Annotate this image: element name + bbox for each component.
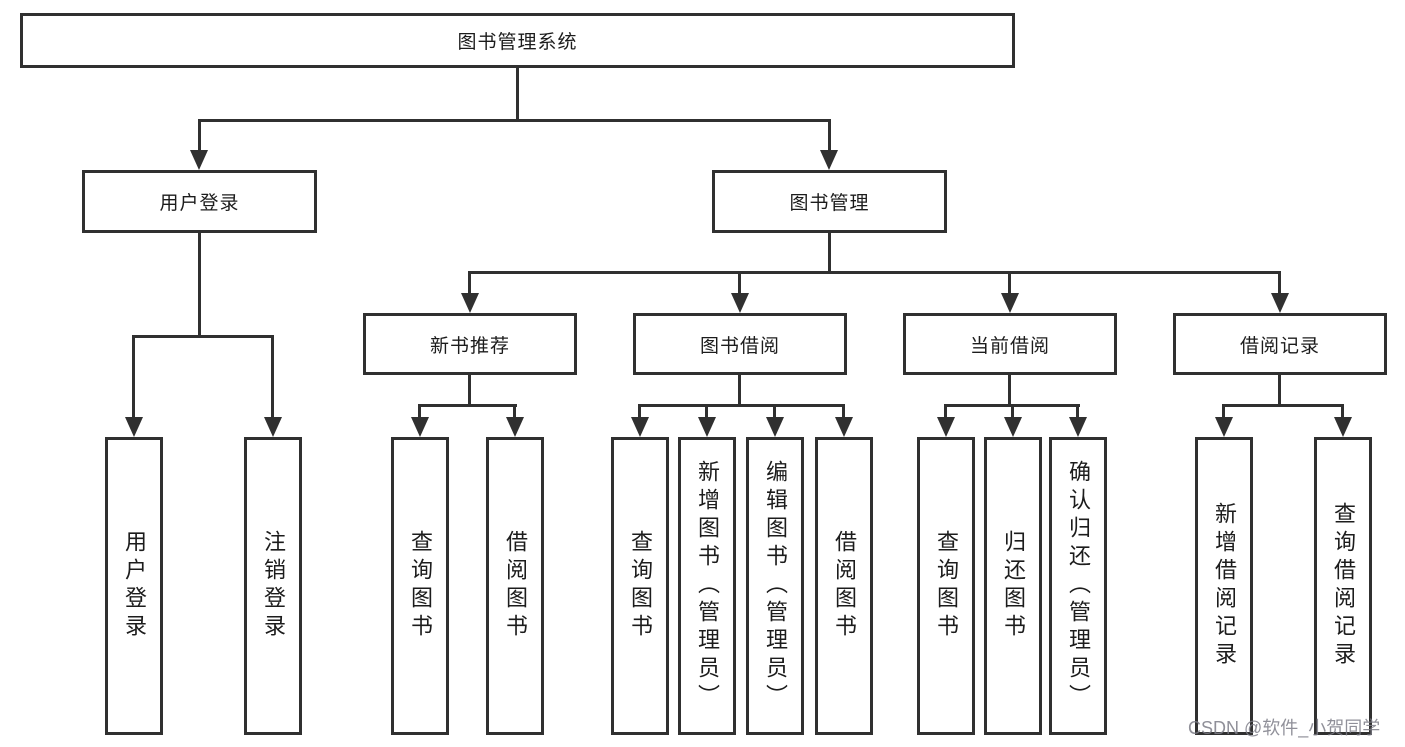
- connector-drop: [842, 404, 845, 418]
- node-new-book-recommend: 新书推荐: [363, 313, 577, 375]
- connector-drop-leaf-user-login: [132, 335, 135, 419]
- node-label: 图书借阅: [699, 335, 780, 357]
- leaf-add-books-admin: 新增图书（管理员）: [678, 437, 736, 735]
- leaf-logout: 注销登录: [244, 437, 302, 735]
- connector-user-login-stem: [198, 233, 201, 337]
- connector-book-management-bus: [468, 271, 1280, 274]
- leaf-borrow-books-recommend: 借阅图书: [486, 437, 544, 735]
- connector-borrow-records-stem: [1278, 375, 1281, 406]
- leaf-label: 确认归还（管理员）: [1066, 460, 1091, 712]
- csdn-watermark: CSDN @软件_小贺同学: [1188, 718, 1381, 738]
- connector-drop: [1222, 404, 1225, 418]
- arrow-down-icon: [731, 293, 749, 313]
- leaf-query-books-recommend: 查询图书: [391, 437, 449, 735]
- connector-drop: [1011, 404, 1014, 418]
- leaf-label: 查询图书: [408, 530, 433, 642]
- connector-new-book-bus: [418, 404, 517, 407]
- leaf-label: 注销登录: [261, 530, 286, 642]
- leaf-label: 归还图书: [1001, 530, 1026, 642]
- connector-drop-book-management: [828, 119, 831, 152]
- leaf-add-borrow-record: 新增借阅记录: [1195, 437, 1253, 735]
- connector-book-borrow-stem: [738, 375, 741, 406]
- connector-drop: [944, 404, 947, 418]
- arrow-down-icon: [264, 417, 282, 437]
- arrow-down-icon: [835, 417, 853, 437]
- connector-borrow-records-bus: [1222, 404, 1344, 407]
- node-label: 借阅记录: [1239, 335, 1320, 357]
- arrow-down-icon: [937, 417, 955, 437]
- node-label: 新书推荐: [429, 335, 510, 357]
- arrow-down-icon: [461, 293, 479, 313]
- node-book-management: 图书管理: [712, 170, 947, 233]
- arrow-down-icon: [766, 417, 784, 437]
- leaf-confirm-return-admin: 确认归还（管理员）: [1049, 437, 1107, 735]
- arrow-down-icon: [125, 417, 143, 437]
- connector-drop-user-login: [198, 119, 201, 152]
- connector-new-book-stem: [468, 375, 471, 406]
- arrow-down-icon: [190, 150, 208, 170]
- leaf-label: 借阅图书: [503, 530, 528, 642]
- connector-drop: [773, 404, 776, 418]
- arrow-down-icon: [1069, 417, 1087, 437]
- node-current-borrow: 当前借阅: [903, 313, 1117, 375]
- node-library-management-system: 图书管理系统: [20, 13, 1015, 68]
- arrow-down-icon: [1271, 293, 1289, 313]
- leaf-query-books-borrow: 查询图书: [611, 437, 669, 735]
- node-borrow-records: 借阅记录: [1173, 313, 1387, 375]
- arrow-down-icon: [1001, 293, 1019, 313]
- leaf-label: 新增图书（管理员）: [695, 460, 720, 712]
- connector-current-borrow-stem: [1008, 375, 1011, 406]
- node-label: 图书管理: [789, 193, 870, 214]
- arrow-down-icon: [1004, 417, 1022, 437]
- connector-drop-current-borrow: [1008, 271, 1011, 295]
- arrow-down-icon: [698, 417, 716, 437]
- connector-drop-new-book-recommend: [468, 271, 471, 295]
- connector-drop: [1341, 404, 1344, 418]
- connector-drop-book-borrow: [738, 271, 741, 295]
- leaf-label: 新增借阅记录: [1212, 502, 1237, 670]
- node-label: 当前借阅: [969, 335, 1050, 357]
- connector-drop-borrow-records: [1278, 271, 1281, 295]
- arrow-down-icon: [1334, 417, 1352, 437]
- connector-drop: [705, 404, 708, 418]
- connector-book-management-stem: [828, 233, 831, 274]
- node-label: 图书管理系统: [457, 32, 578, 53]
- arrow-down-icon: [506, 417, 524, 437]
- arrow-down-icon: [820, 150, 838, 170]
- leaf-label: 查询图书: [934, 530, 959, 642]
- connector-root-stem: [516, 68, 519, 119]
- leaf-return-books: 归还图书: [984, 437, 1042, 735]
- connector-drop: [513, 404, 516, 418]
- connector-book-borrow-bus: [638, 404, 845, 407]
- leaf-user-login: 用户登录: [105, 437, 163, 735]
- leaf-edit-books-admin: 编辑图书（管理员）: [746, 437, 804, 735]
- connector-drop: [418, 404, 421, 418]
- arrow-down-icon: [411, 417, 429, 437]
- node-user-login: 用户登录: [82, 170, 317, 233]
- arrow-down-icon: [631, 417, 649, 437]
- node-label: 用户登录: [159, 193, 240, 214]
- connector-user-login-bus: [132, 335, 274, 338]
- node-book-borrow: 图书借阅: [633, 313, 847, 375]
- arrow-down-icon: [1215, 417, 1233, 437]
- leaf-label: 查询图书: [628, 530, 653, 642]
- connector-drop: [1076, 404, 1079, 418]
- leaf-query-books-current: 查询图书: [917, 437, 975, 735]
- leaf-borrow-books: 借阅图书: [815, 437, 873, 735]
- leaf-query-borrow-record: 查询借阅记录: [1314, 437, 1372, 735]
- leaf-label: 编辑图书（管理员）: [763, 460, 788, 712]
- connector-root-bus: [198, 119, 831, 122]
- connector-drop: [638, 404, 641, 418]
- leaf-label: 用户登录: [122, 530, 147, 642]
- leaf-label: 借阅图书: [832, 530, 857, 642]
- connector-drop-leaf-logout: [271, 335, 274, 419]
- leaf-label: 查询借阅记录: [1331, 502, 1356, 670]
